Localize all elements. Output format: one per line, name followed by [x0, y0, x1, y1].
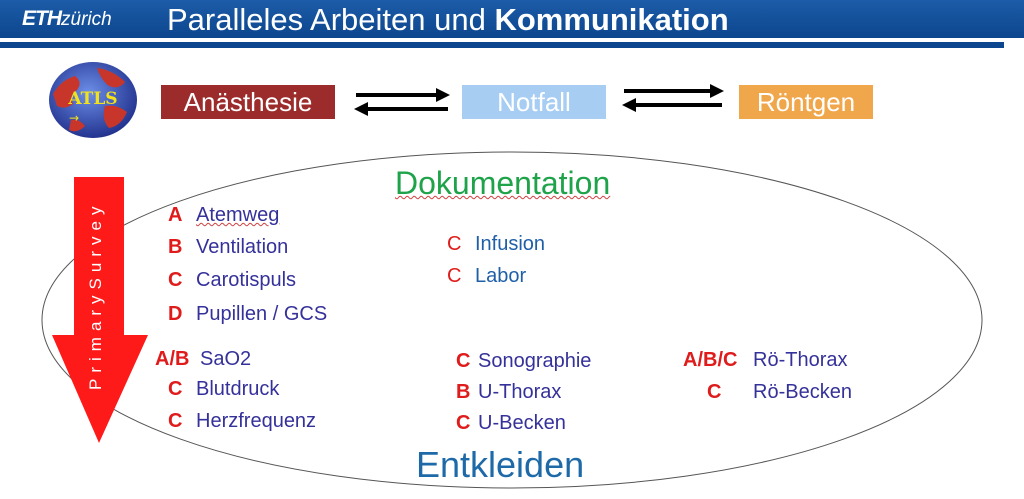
- undress-heading: Entkleiden: [416, 444, 585, 485]
- eth-logo: ETHzürich: [22, 7, 112, 32]
- dept-roentgen-label: Röntgen: [756, 87, 856, 117]
- atls-label: ATLS: [67, 89, 117, 109]
- logo-zurich: zürich: [61, 9, 112, 30]
- logo-eth: ETH: [22, 7, 62, 30]
- documentation-heading: Dokumentation: [395, 164, 610, 202]
- dept-roentgen-box: Röntgen: [739, 85, 873, 119]
- title-regular: Paralleles Arbeiten und: [167, 2, 495, 37]
- primary-survey-arrow-icon: [52, 177, 148, 443]
- header-bar: [0, 0, 1024, 38]
- dept-notfall-label: Notfall: [497, 87, 571, 117]
- slide-title: Paralleles Arbeiten und Kommunikation: [167, 2, 729, 38]
- dept-anaesthesie-label: Anästhesie: [183, 87, 313, 117]
- primary-survey-label: PrimarySurvey: [86, 200, 105, 390]
- header-rule: [0, 42, 1004, 48]
- documentation-heading-text: Dokumentation: [395, 165, 611, 201]
- title-bold: Kommunikation: [494, 2, 729, 37]
- exchange-arrows-icon: [354, 88, 450, 116]
- dept-anaesthesie-box: Anästhesie: [161, 85, 335, 119]
- atls-arrow: →: [69, 111, 79, 125]
- dept-notfall-box: Notfall: [462, 85, 606, 119]
- atls-globe-icon: ATLS →: [49, 62, 137, 138]
- exchange-arrows-icon: [622, 84, 724, 112]
